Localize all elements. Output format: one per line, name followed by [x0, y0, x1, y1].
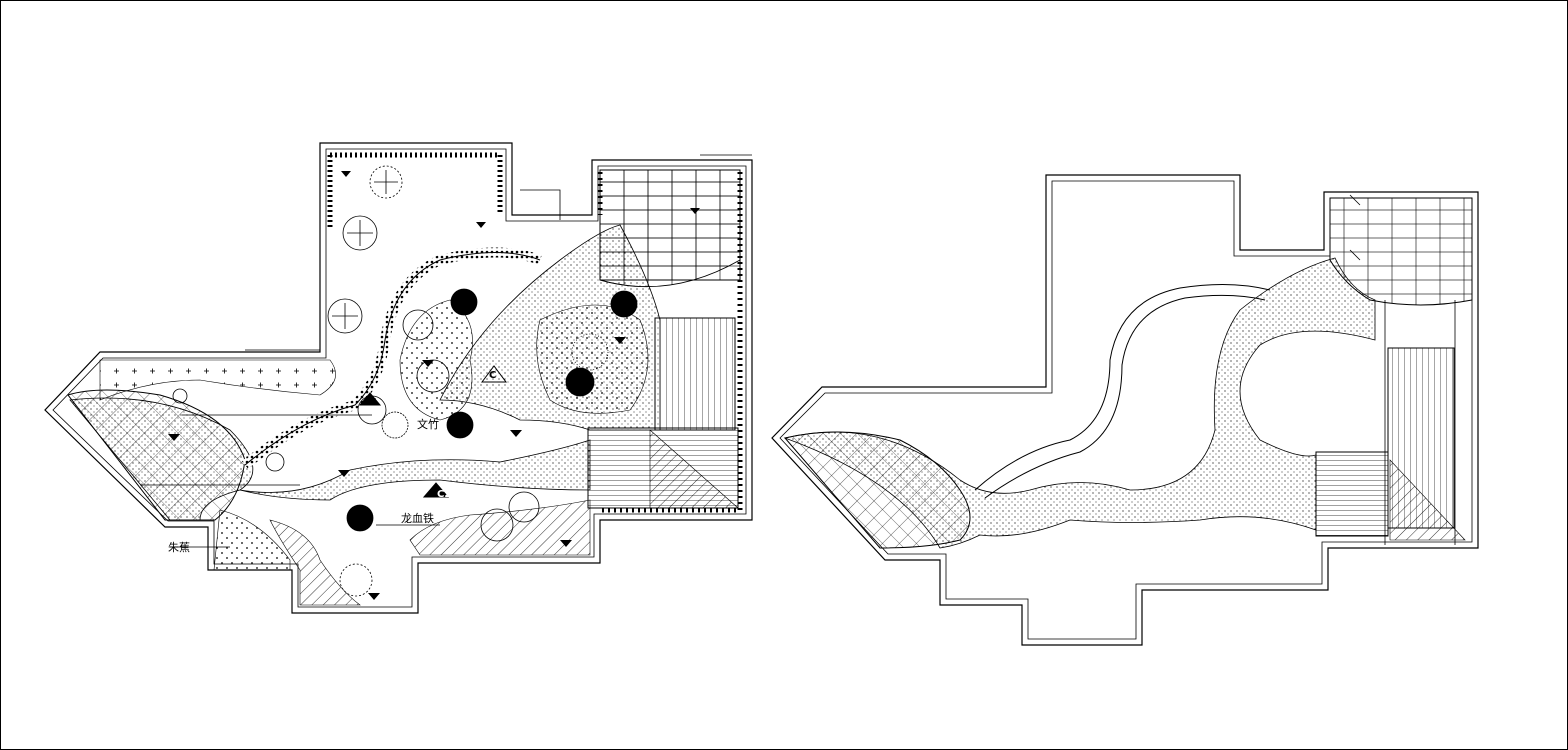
section-marker-1: 1 [371, 397, 378, 408]
section-marker-c2: C2 [437, 489, 451, 500]
right-plan-outer-boundary [771, 174, 1479, 646]
label-zhujiao: 朱蕉 [168, 541, 190, 554]
level-markers [168, 171, 700, 600]
right-gravel-path [783, 257, 1376, 549]
right-garden-plan [771, 174, 1479, 646]
timber-deck [654, 317, 736, 431]
left-garden-plan [44, 142, 753, 614]
plant-labels: 朱蕉 龙血铁 文竹 1 C C2 [168, 370, 496, 554]
section-marker-c: C [489, 370, 496, 381]
left-plan-inner-boundary [52, 148, 747, 608]
tree-symbols [172, 165, 638, 597]
left-plan-outer-boundary [44, 142, 753, 614]
label-wenzhu: 文竹 [417, 417, 439, 431]
groundcover-area [99, 359, 336, 401]
label-longxue: 龙血铁 [401, 511, 434, 525]
